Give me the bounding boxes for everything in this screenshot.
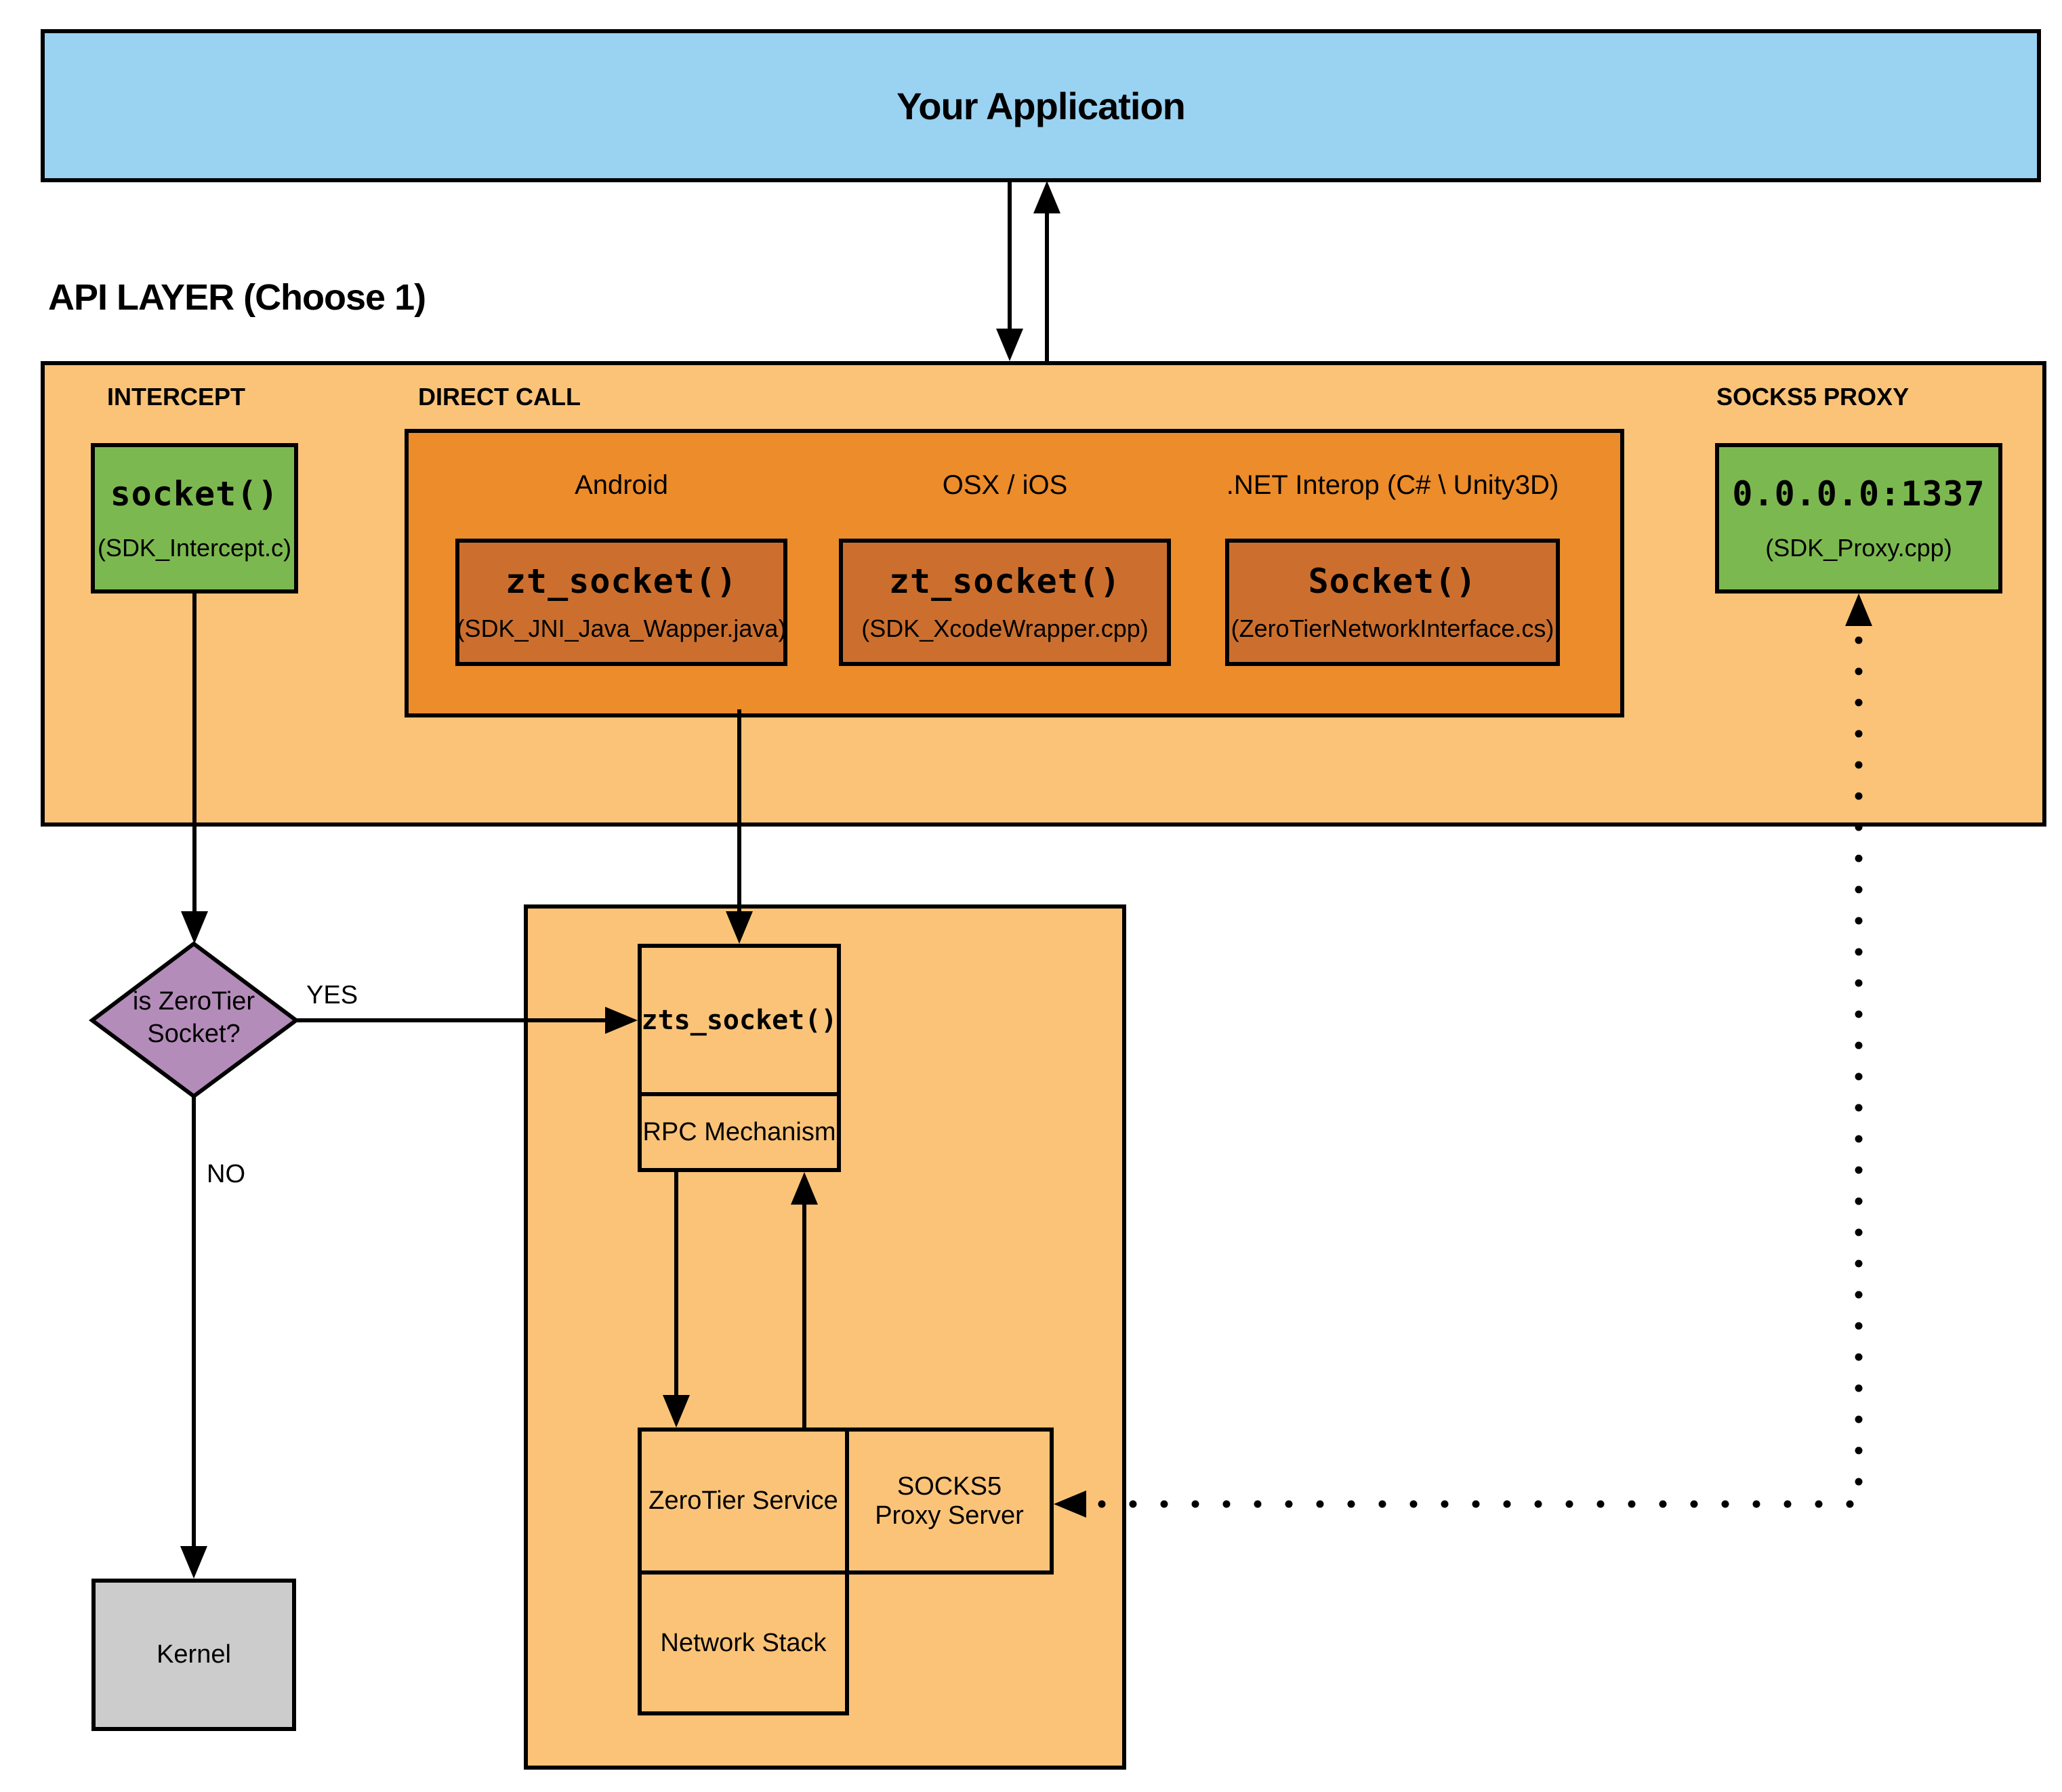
arrowhead-up-app (1033, 181, 1060, 213)
intercept-section-label: INTERCEPT (107, 383, 246, 411)
arrowhead-down-diamond (181, 911, 208, 944)
platform-label-android: Android (575, 470, 668, 500)
yes-edge-label: YES (306, 981, 358, 1009)
platform-label-osx-ios: OSX / iOS (942, 470, 1068, 500)
zerotier-service-label: ZeroTier Service (648, 1486, 838, 1515)
zt-socket-osx-title: zt_socket() (888, 562, 1121, 601)
no-edge-label: NO (207, 1160, 245, 1188)
kernel-label: Kernel (157, 1640, 231, 1669)
platform-label-dotnet: .NET Interop (C# \ Unity3D) (1226, 470, 1559, 500)
socks5-proxy-server-label: SOCKS5 Proxy Server (875, 1472, 1024, 1530)
socks5-proxy-subtitle: (SDK_Proxy.cpp) (1765, 534, 1952, 562)
socket-dotnet-subtitle: (ZeroTierNetworkInterface.cs) (1231, 614, 1554, 642)
socks5-proxy-address: 0.0.0.0:1337 (1732, 474, 1985, 514)
socket-box-title: socket() (110, 474, 279, 514)
api-layer-heading: API LAYER (Choose 1) (48, 277, 426, 318)
socks5-proxy-address-box: 0.0.0.0:1337 (SDK_Proxy.cpp) (1715, 443, 2002, 593)
your-application-box: Your Application (41, 29, 2041, 182)
socket-box: socket() (SDK_Intercept.c) (91, 443, 298, 593)
arrowhead-down-api (996, 329, 1023, 361)
zt-socket-osx-subtitle: (SDK_XcodeWrapper.cpp) (861, 614, 1149, 642)
zerotier-service-box: ZeroTier Service (638, 1428, 849, 1575)
kernel-box: Kernel (91, 1579, 296, 1731)
zt-socket-android-box: zt_socket() (SDK_JNI_Java_Wapper.java) (455, 539, 787, 666)
zt-socket-osx-box: zt_socket() (SDK_XcodeWrapper.cpp) (839, 539, 1171, 666)
rpc-mechanism-label: RPC Mechanism (642, 1117, 836, 1146)
direct-call-section-label: DIRECT CALL (418, 383, 581, 411)
socks5-proxy-section-label: SOCKS5 PROXY (1716, 383, 1910, 411)
rpc-mechanism-box: RPC Mechanism (638, 1092, 841, 1172)
socket-dotnet-box: Socket() (ZeroTierNetworkInterface.cs) (1225, 539, 1560, 666)
your-application-label: Your Application (896, 84, 1186, 127)
zt-socket-android-subtitle: (SDK_JNI_Java_Wapper.java) (456, 614, 787, 642)
socket-dotnet-title: Socket() (1308, 562, 1477, 601)
network-stack-label: Network Stack (660, 1628, 827, 1657)
zts-socket-box: zts_socket() (638, 944, 841, 1096)
arrowhead-down-kernel (180, 1546, 207, 1579)
socket-box-subtitle: (SDK_Intercept.c) (97, 534, 292, 562)
network-stack-box: Network Stack (638, 1570, 849, 1715)
socks5-proxy-server-box: SOCKS5 Proxy Server (845, 1428, 1054, 1575)
zt-socket-android-title: zt_socket() (505, 562, 738, 601)
decision-diamond-question: is ZeroTier Socket? (132, 987, 255, 1048)
zts-socket-title: zts_socket() (641, 1004, 838, 1036)
